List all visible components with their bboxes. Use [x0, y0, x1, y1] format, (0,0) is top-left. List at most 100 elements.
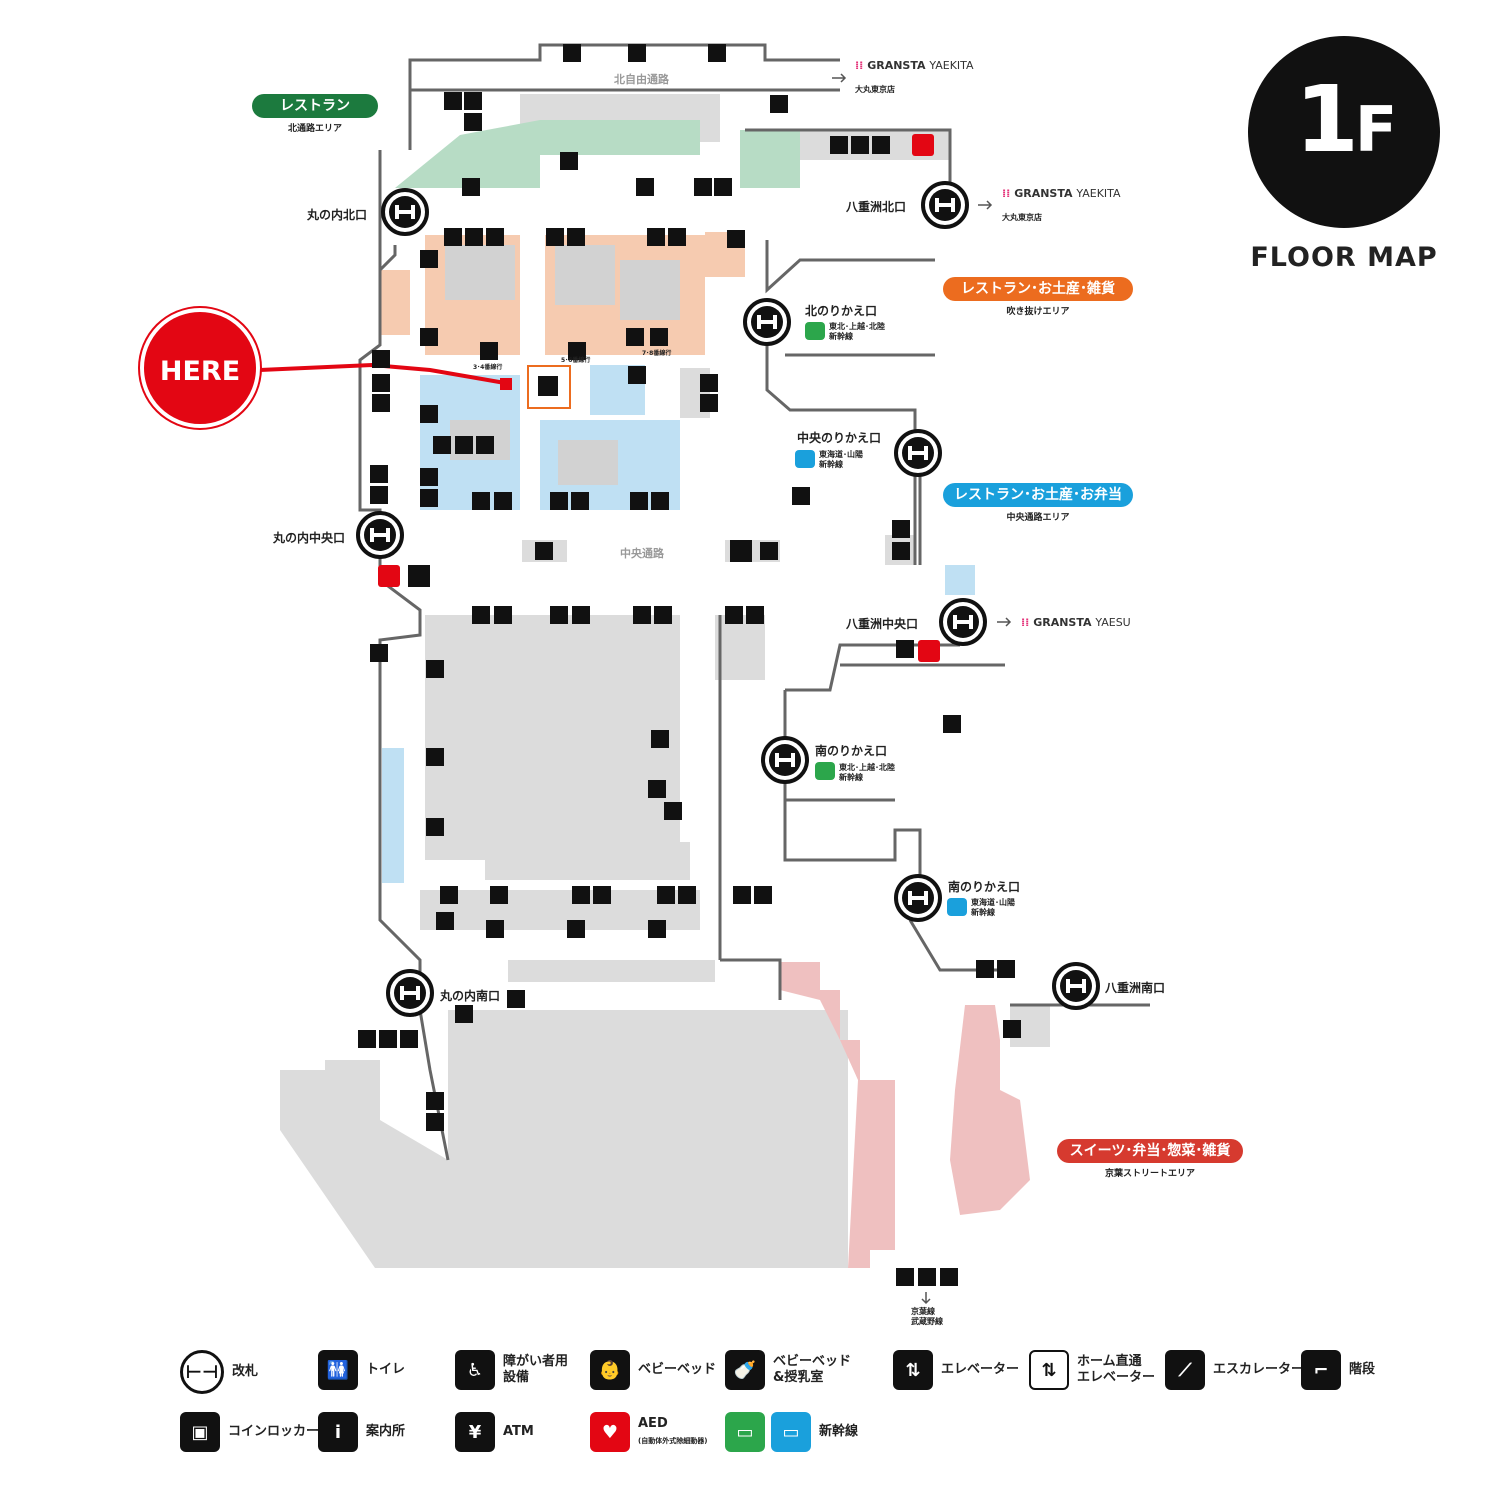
escalator-icon — [494, 492, 512, 510]
platform-elevator-icon — [650, 328, 668, 346]
legend-nursing-room: 🍼 ベビーベッド &授乳室 — [725, 1350, 851, 1390]
ticket-gate-icon — [894, 874, 942, 922]
keiyo-line-label: 京葉線 — [911, 1307, 935, 1316]
escalator-icon — [494, 606, 512, 624]
stairs-icon — [572, 886, 590, 904]
escalator-icon — [727, 230, 745, 248]
escalator-icon — [538, 376, 558, 396]
escalator-icon — [370, 465, 388, 483]
accessible-facility-icon: ♿ — [455, 1350, 495, 1390]
daimaru-label-1: 大丸東京店 — [855, 85, 895, 94]
ticket-gate-icon — [386, 969, 434, 1017]
toilet-icon — [372, 394, 390, 412]
toilet-icon — [1003, 1020, 1021, 1038]
toilet-icon: 🚻 — [318, 1350, 358, 1390]
escalator-icon — [420, 405, 438, 423]
elevator-note: 3･4番線行 — [473, 364, 503, 371]
escalator-icon — [426, 660, 444, 678]
stairs-icon — [633, 606, 651, 624]
line-note: 東北･上越･北陸 — [839, 763, 895, 772]
baby-bed-icon — [872, 136, 890, 154]
restaurant-north-block-3 — [740, 130, 800, 188]
stairs-icon: ⌐ — [1301, 1350, 1341, 1390]
sweets-bento-subtitle: 京葉ストリートエリア — [1104, 1169, 1195, 1179]
atm-icon — [792, 487, 810, 505]
line-note: 東北･上越･北陸 — [829, 322, 885, 331]
atm-icon: ¥ — [455, 1412, 495, 1452]
stairs-icon — [648, 780, 666, 798]
platform-elevator-icon: ⇅ — [1029, 1350, 1069, 1390]
stairs-icon — [490, 886, 508, 904]
legend-information: i 案内所 — [318, 1412, 405, 1452]
elevator-note: 5･6番線行 — [561, 357, 591, 364]
floor-map-title: FLOOR MAP — [1250, 242, 1438, 273]
line-note: 新幹線 — [839, 773, 863, 782]
here-marker: HERE — [140, 308, 260, 428]
concourse-southwest — [280, 1060, 448, 1268]
gate-central-transfer: 中央のりかえ口 — [797, 431, 882, 445]
escalator-icon — [420, 468, 438, 486]
restaurant-north-pill: レストラン — [252, 94, 378, 118]
current-location-marker — [500, 378, 512, 390]
atm-icon — [896, 640, 914, 658]
restaurant-souvenir-bento-subtitle: 中央通路エリア — [1006, 513, 1070, 523]
coin-locker-icon — [507, 990, 525, 1008]
atm-icon — [976, 960, 994, 978]
blue-block-4 — [945, 565, 975, 595]
ticket-gate-icon — [381, 188, 429, 236]
coin-locker-icon — [370, 644, 388, 662]
elevator-icon — [700, 374, 718, 392]
legend-atm: ¥ ATM — [455, 1412, 534, 1452]
concourse-south-block — [448, 1010, 848, 1268]
coin-locker-icon — [455, 1005, 473, 1023]
accessible-facility-icon — [379, 1030, 397, 1048]
escalator-icon — [754, 886, 772, 904]
concourse-south-passage — [508, 960, 715, 982]
stairs-icon — [725, 606, 743, 624]
route-line — [259, 362, 506, 385]
aed-icon — [912, 134, 934, 156]
shinkansen-icon: ▭ — [725, 1412, 765, 1452]
elevator-icon — [486, 920, 504, 938]
coin-locker-icon — [708, 44, 726, 62]
accessible-facility-icon — [372, 350, 390, 368]
escalator-icon — [651, 730, 669, 748]
escalator-icon — [628, 366, 646, 384]
escalator-icon — [700, 394, 718, 412]
line-note: 東海道･山陽 — [971, 898, 1015, 907]
stairs-icon — [444, 228, 462, 246]
elevator-icon — [370, 486, 388, 504]
legend-baby-bed: 👶 ベビーベッド — [590, 1350, 716, 1390]
passage-central: 中央通路 — [620, 547, 664, 560]
stairs-icon — [694, 178, 712, 196]
facility-icons — [358, 44, 1021, 1286]
atm-icon — [440, 886, 458, 904]
stairs-icon — [918, 1268, 936, 1286]
stairs-icon — [472, 606, 490, 624]
elevator-icon — [567, 920, 585, 938]
platform-elevator-icon — [480, 342, 498, 360]
restaurant-north-area — [395, 120, 800, 188]
floor-number: 1F — [1294, 66, 1397, 173]
gate-marunouchi-north: 丸の内北口 — [307, 208, 368, 222]
sweets-bento-area — [780, 962, 1030, 1268]
escalator-icon: ⟋ — [1165, 1350, 1205, 1390]
escalator-icon — [571, 492, 589, 510]
line-note: 新幹線 — [971, 908, 995, 917]
toilet-icon — [400, 1030, 418, 1048]
passage-north: 北自由通路 — [614, 73, 669, 86]
escalator-icon — [892, 542, 910, 560]
coin-locker-icon: ▣ — [180, 1412, 220, 1452]
stairs-icon — [733, 886, 751, 904]
gate-yaesu-south: 八重洲南口 — [1105, 981, 1166, 995]
accessible-facility-icon — [476, 436, 494, 454]
coin-locker-icon — [997, 960, 1015, 978]
toilet-icon — [943, 715, 961, 733]
elevator-note: 7･8番線行 — [642, 350, 672, 357]
shinkansen-icon — [795, 450, 815, 468]
escalator-icon — [426, 748, 444, 766]
legend-shinkansen: ▭ ▭ 新幹線 — [725, 1412, 858, 1452]
gate-south-transfer-2: 南のりかえ口 — [948, 880, 1021, 894]
escalator-icon — [486, 228, 504, 246]
concourse-central-block — [425, 615, 680, 860]
